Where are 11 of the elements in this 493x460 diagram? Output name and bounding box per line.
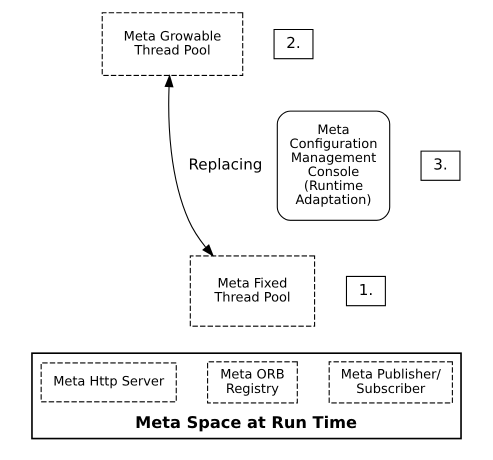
arrow	[164, 74, 214, 257]
node-box: Meta Growable Thread Pool	[102, 12, 244, 76]
node-label: 1.	[358, 281, 374, 300]
node-label: 2.	[286, 34, 301, 52]
node-box: Meta Fixed Thread Pool	[190, 255, 316, 327]
node-box: Meta Configuration Management Console (Runtime Adaptation)	[276, 110, 390, 221]
edge-label: Replacing	[188, 156, 262, 174]
node-box: Meta Publisher/ Subscriber	[328, 361, 453, 404]
node-box: Meta ORB Registry	[207, 361, 298, 404]
node-box: Meta Http Server	[40, 362, 177, 402]
node-label: 3.	[433, 156, 448, 174]
